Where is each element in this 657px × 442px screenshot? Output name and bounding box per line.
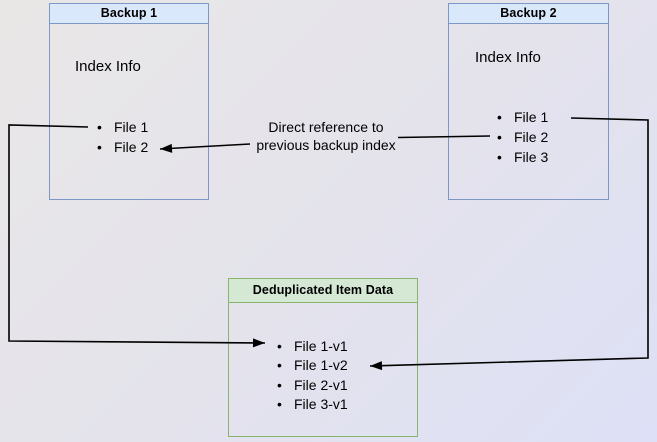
deduplicated-item-data-node: Deduplicated Item Data File 1-v1 File 1-… [228, 278, 418, 437]
list-item-file2-v1: File 2-v1 [277, 376, 348, 395]
list-item-file1: File 1 [497, 107, 548, 127]
backup2-title: Backup 2 [449, 4, 608, 24]
list-item-file1: File 1 [97, 117, 148, 137]
list-item-file1-v2: File 1-v2 [277, 356, 348, 375]
dedup-item-list: File 1-v1 File 1-v2 File 2-v1 File 3-v1 [277, 337, 348, 414]
dedup-title: Deduplicated Item Data [229, 279, 417, 303]
backup1-title: Backup 1 [50, 4, 208, 24]
list-item-file3: File 3 [497, 147, 548, 167]
list-item-file3-v1: File 3-v1 [277, 395, 348, 414]
reference-annotation-line2: previous backup index [256, 137, 396, 153]
reference-annotation-line1: Direct reference to [268, 119, 384, 135]
backup2-node: Backup 2 Index Info File 1 File 2 File 3 [448, 3, 609, 200]
list-item-file1-v1: File 1-v1 [277, 337, 348, 356]
backup1-index-info-label: Index Info [75, 58, 141, 75]
reference-annotation: Direct reference to previous backup inde… [236, 118, 416, 154]
backup1-node: Backup 1 Index Info File 1 File 2 [49, 3, 209, 200]
backup2-index-info-label: Index Info [475, 49, 541, 66]
list-item-file2: File 2 [497, 127, 548, 147]
backup2-file-list: File 1 File 2 File 3 [497, 107, 548, 167]
list-item-file2: File 2 [97, 137, 148, 157]
backup1-file-list: File 1 File 2 [97, 117, 148, 157]
